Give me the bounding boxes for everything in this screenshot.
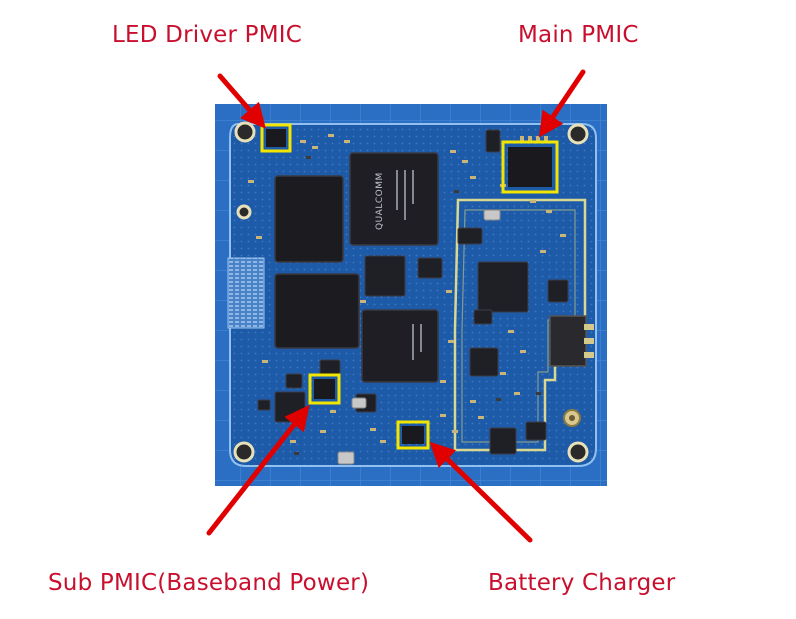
memory-chips [274,175,360,349]
flex-connector [227,257,265,329]
label-battery-charger: Battery Charger [488,570,676,596]
label-led-driver-pmic: LED Driver PMIC [112,22,303,48]
arrow-sub-pmic [206,404,310,536]
highlight-led-driver-pmic [260,123,292,153]
label-main-pmic: Main PMIC [518,22,639,48]
secondary-processor [361,309,439,383]
highlight-battery-charger [396,420,430,450]
label-sub-pmic: Sub PMIC(Baseband Power) [48,570,370,596]
power-region-outline [453,198,587,452]
arrow-battery-charger [429,441,533,543]
battery-connector [549,315,587,367]
main-processor [349,152,439,246]
small-ics [257,129,569,455]
chip-highlights [260,123,559,450]
arrow-main-pmic [538,69,586,138]
processor-logo: QUALCOMM [375,172,385,230]
highlight-main-pmic [501,140,559,194]
arrow-led-driver-pmic [217,73,266,129]
highlight-sub-pmic [308,373,341,405]
